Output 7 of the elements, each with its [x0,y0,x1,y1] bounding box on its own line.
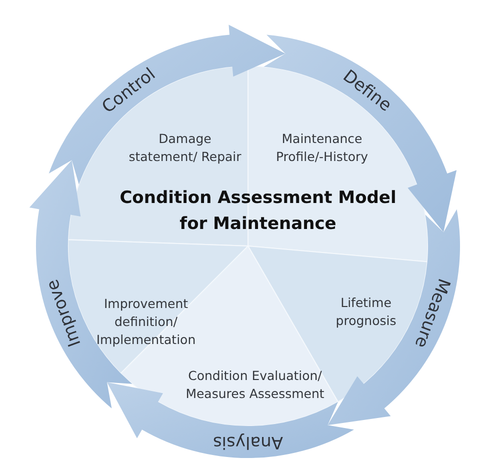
step-description: Damage statement/ Repair [128,130,242,166]
step-description: Condition Evaluation/ Measures Assessment [184,366,326,403]
step-description: Improvement definition/ Implementation [95,294,197,350]
step-description: Lifetime prognosis [334,294,398,330]
diagram-title: Condition Assessment Model for Maintenance [118,187,398,236]
step-description: Maintenance Profile/-History [274,130,370,166]
phase-label: Analysis [212,432,284,452]
